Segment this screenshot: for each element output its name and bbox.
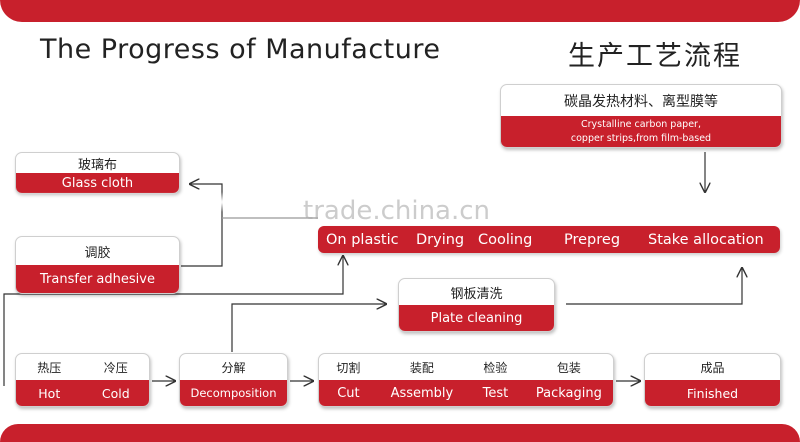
page-title-cn: 生产工艺流程 [568,41,742,72]
process-strip: On plastic Drying Cooling Prepreg Stake … [318,226,780,253]
step-on-plastic: On plastic [326,231,399,248]
step-cooling: Cooling [478,231,533,248]
transfer-adhesive-en: Transfer adhesive [16,265,179,293]
plate-cleaning-box: 钢板清洗 Plate cleaning [398,278,555,332]
arrow-decomp-to-plate [231,304,386,352]
cut-en: Cut [337,385,360,401]
step-stake-allocation: Stake allocation [648,231,764,248]
assembly-box: 切割 装配 检验 包装 Cut Assembly Test Packaging [318,353,614,407]
plate-cleaning-en: Plate cleaning [399,305,554,331]
decomposition-cn: 分解 [221,360,246,375]
packaging-en: Packaging [535,385,602,401]
page-title-en: The Progress of Manufacture [40,34,441,65]
decomposition-box: 分解 Decomposition [179,353,288,407]
arrow-adhesive-to-glass [181,184,223,267]
test-en: Test [482,385,509,401]
finished-en: Finished [645,380,780,406]
press-hot-en: Hot [38,385,61,401]
finished-cn: 成品 [700,360,725,375]
carbon-material-cn: 碳晶发热材料、离型膜等 [564,93,718,110]
transfer-adhesive-box: 调胶 Transfer adhesive [15,236,180,294]
packaging-cn: 包装 [556,360,581,375]
watermark-band [0,192,800,212]
step-drying: Drying [416,231,465,248]
press-cold-en: Cold [101,385,130,401]
carbon-material-en-line2: copper strips,from film-based [570,132,712,144]
test-cn: 检验 [483,360,508,375]
assembly-cn: 装配 [409,360,434,375]
top-banner [0,0,800,22]
carbon-material-en: Crystalline carbon paper, copper strips,… [501,116,781,147]
assembly-en: Assembly [390,385,454,401]
carbon-material-en-line1: Crystalline carbon paper, [581,118,701,130]
cut-cn: 切割 [336,360,361,375]
glass-cloth-box: 玻璃布 Glass cloth [15,152,180,194]
watermark: trade.china.cn [303,196,491,226]
arrow-plate-to-strip [566,268,742,305]
bottom-banner [0,424,800,442]
finished-box: 成品 Finished [644,353,781,407]
decomposition-en: Decomposition [180,380,287,406]
press-box: 热压 冷压 Hot Cold [15,353,150,407]
plate-cleaning-cn: 钢板清洗 [450,286,503,302]
step-prepreg: Prepreg [564,231,621,248]
transfer-adhesive-cn: 调胶 [84,245,111,261]
glass-cloth-en: Glass cloth [16,173,179,193]
carbon-material-box: 碳晶发热材料、离型膜等 Crystalline carbon paper, co… [500,84,782,148]
press-hot-cn: 热压 [37,360,62,375]
press-cold-cn: 冷压 [103,360,128,375]
line-left-vertical [3,256,343,386]
glass-cloth-cn: 玻璃布 [77,157,117,173]
